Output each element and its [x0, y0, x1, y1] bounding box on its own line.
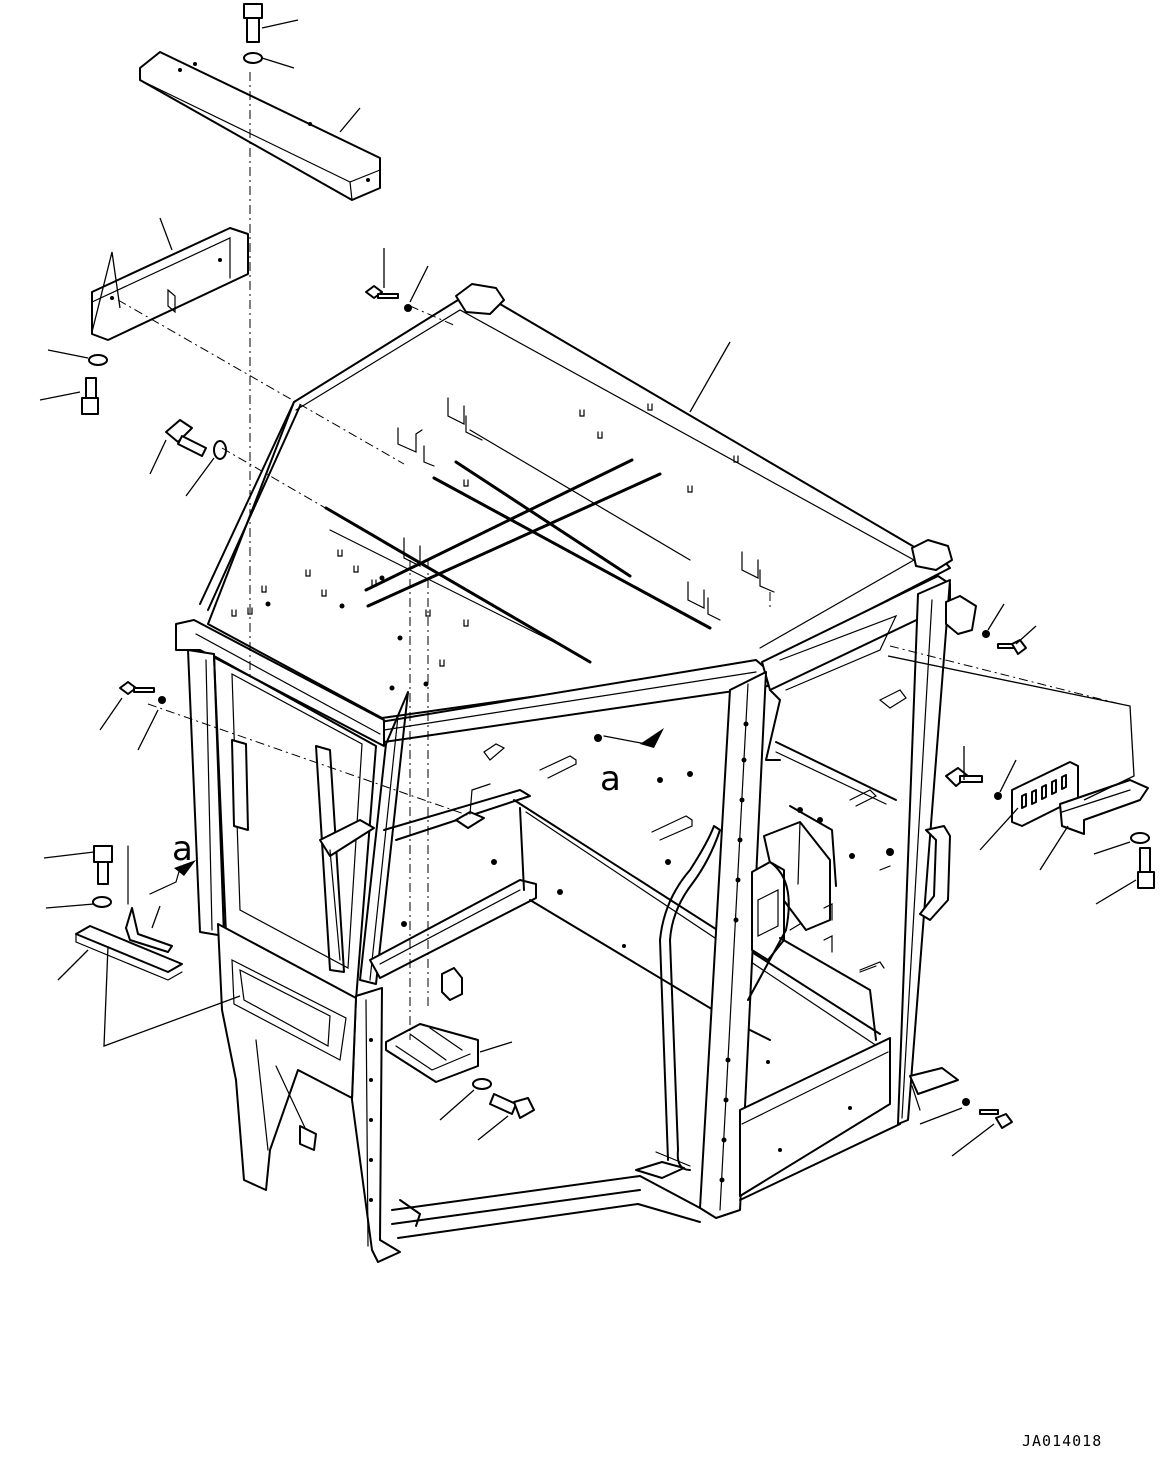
roof-clips — [397, 397, 775, 621]
plate-slots — [1021, 774, 1067, 809]
right-plate-assembly — [887, 655, 1155, 905]
reference-label-a-center: a — [600, 759, 621, 799]
left-upper-bracket — [91, 227, 249, 341]
left-rear-pillar — [187, 649, 225, 937]
right-lower-bolt-set — [919, 1098, 1013, 1157]
cab-top-bolt-set — [365, 248, 429, 312]
floor-frame — [391, 1175, 701, 1211]
left-front-pillar — [351, 987, 401, 1263]
top-bracket-assembly — [139, 3, 381, 201]
right-front-pillar — [699, 671, 767, 1219]
roof-holes — [231, 403, 739, 691]
left-lower-frame — [217, 923, 357, 1191]
grab-handle — [659, 825, 721, 1171]
center-reference-a: a — [594, 728, 664, 799]
alignment-lines — [117, 72, 1121, 1040]
lower-left-bracket-assembly: a — [43, 829, 241, 1047]
cab-frame — [175, 283, 959, 1263]
left-upper-bracket-assembly — [39, 217, 249, 415]
right-rear-pillar — [897, 579, 951, 1125]
left-middle-bolt-set — [99, 681, 166, 751]
cab-leader — [689, 341, 731, 413]
reference-label-a-left: a — [172, 829, 193, 869]
right-upper-bolt-set — [945, 595, 1037, 655]
step-plate-assembly — [385, 967, 535, 1141]
top-bracket — [139, 51, 381, 201]
top-washer — [243, 52, 263, 64]
step-plate — [385, 1023, 479, 1083]
left-side-bolt-set — [149, 419, 227, 497]
drawing-code: JA014018 — [1022, 1432, 1102, 1450]
top-bolt — [243, 3, 263, 43]
door-lock — [751, 861, 785, 961]
